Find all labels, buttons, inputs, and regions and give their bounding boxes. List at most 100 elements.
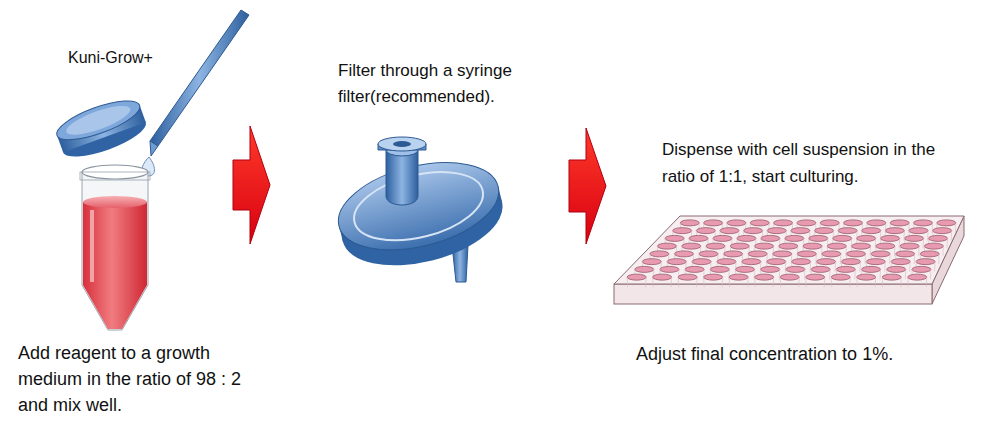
well [653, 274, 672, 280]
well [635, 266, 654, 272]
well [803, 243, 822, 249]
well-wall [831, 277, 850, 287]
well-wall [704, 277, 723, 287]
well [887, 266, 906, 272]
well [836, 266, 855, 272]
well [767, 228, 786, 234]
well [704, 274, 723, 280]
well [785, 235, 804, 241]
well [673, 228, 692, 234]
well [689, 235, 708, 241]
well [876, 243, 895, 249]
step-text: Filter through a syringe filter(recommen… [338, 58, 574, 110]
well-wall [653, 277, 672, 287]
well-wall [678, 277, 697, 287]
well [896, 251, 915, 257]
well [692, 259, 711, 265]
step-text: Add reagent to a growth medium in the ra… [18, 340, 268, 418]
well-wall [806, 277, 825, 287]
well [678, 274, 697, 280]
well [792, 259, 811, 265]
well [713, 235, 732, 241]
well [650, 251, 669, 257]
well [852, 243, 871, 249]
well [720, 228, 739, 234]
well [737, 235, 756, 241]
well [867, 220, 886, 226]
well [929, 235, 948, 241]
well [696, 228, 715, 234]
well [882, 274, 901, 280]
well [857, 235, 876, 241]
well [838, 228, 857, 234]
well [916, 259, 935, 265]
well [900, 243, 919, 249]
well [761, 235, 780, 241]
centrifuge-tube [80, 165, 150, 330]
well [717, 259, 736, 265]
well [658, 243, 677, 249]
well [871, 251, 890, 257]
well [699, 251, 718, 257]
well [912, 266, 931, 272]
well [729, 274, 748, 280]
well-plate [614, 216, 964, 304]
well [846, 251, 865, 257]
well [710, 266, 729, 272]
well [665, 235, 684, 241]
pipette [142, 10, 249, 176]
well [667, 259, 686, 265]
well-wall [780, 277, 799, 287]
well [660, 266, 679, 272]
well [706, 243, 725, 249]
well [820, 220, 839, 226]
well-wall [755, 277, 774, 287]
well-wall [882, 277, 901, 287]
well [680, 220, 699, 226]
well [642, 259, 661, 265]
well [827, 243, 846, 249]
well [767, 259, 786, 265]
well [797, 251, 816, 257]
well [933, 228, 952, 234]
well-wall [857, 277, 876, 287]
well [841, 259, 860, 265]
well [750, 220, 769, 226]
well [815, 228, 834, 234]
well [866, 259, 885, 265]
well [909, 228, 928, 234]
well [773, 251, 792, 257]
step-arrow [569, 128, 606, 244]
step-text: Dispense with cell suspension in the rat… [662, 136, 962, 190]
well [730, 243, 749, 249]
well [920, 251, 939, 257]
well [809, 235, 828, 241]
syringe-filter [329, 137, 511, 282]
well [685, 266, 704, 272]
well-wall [627, 277, 646, 287]
well [890, 220, 909, 226]
well [833, 235, 852, 241]
well [862, 228, 881, 234]
well [822, 251, 841, 257]
step-text: Adjust final concentration to 1%. [636, 342, 976, 366]
well [885, 228, 904, 234]
well [806, 274, 825, 280]
well [682, 243, 701, 249]
well [937, 220, 956, 226]
well [755, 274, 774, 280]
reagent-label: Kuni-Grow+ [68, 48, 208, 68]
well [791, 228, 810, 234]
well [786, 266, 805, 272]
well-wall [908, 277, 927, 287]
well [862, 266, 881, 272]
well [727, 220, 746, 226]
well-wall [729, 277, 748, 287]
well [844, 220, 863, 226]
well [891, 259, 910, 265]
well [817, 259, 836, 265]
well [704, 220, 723, 226]
well [811, 266, 830, 272]
well [779, 243, 798, 249]
well [857, 274, 876, 280]
